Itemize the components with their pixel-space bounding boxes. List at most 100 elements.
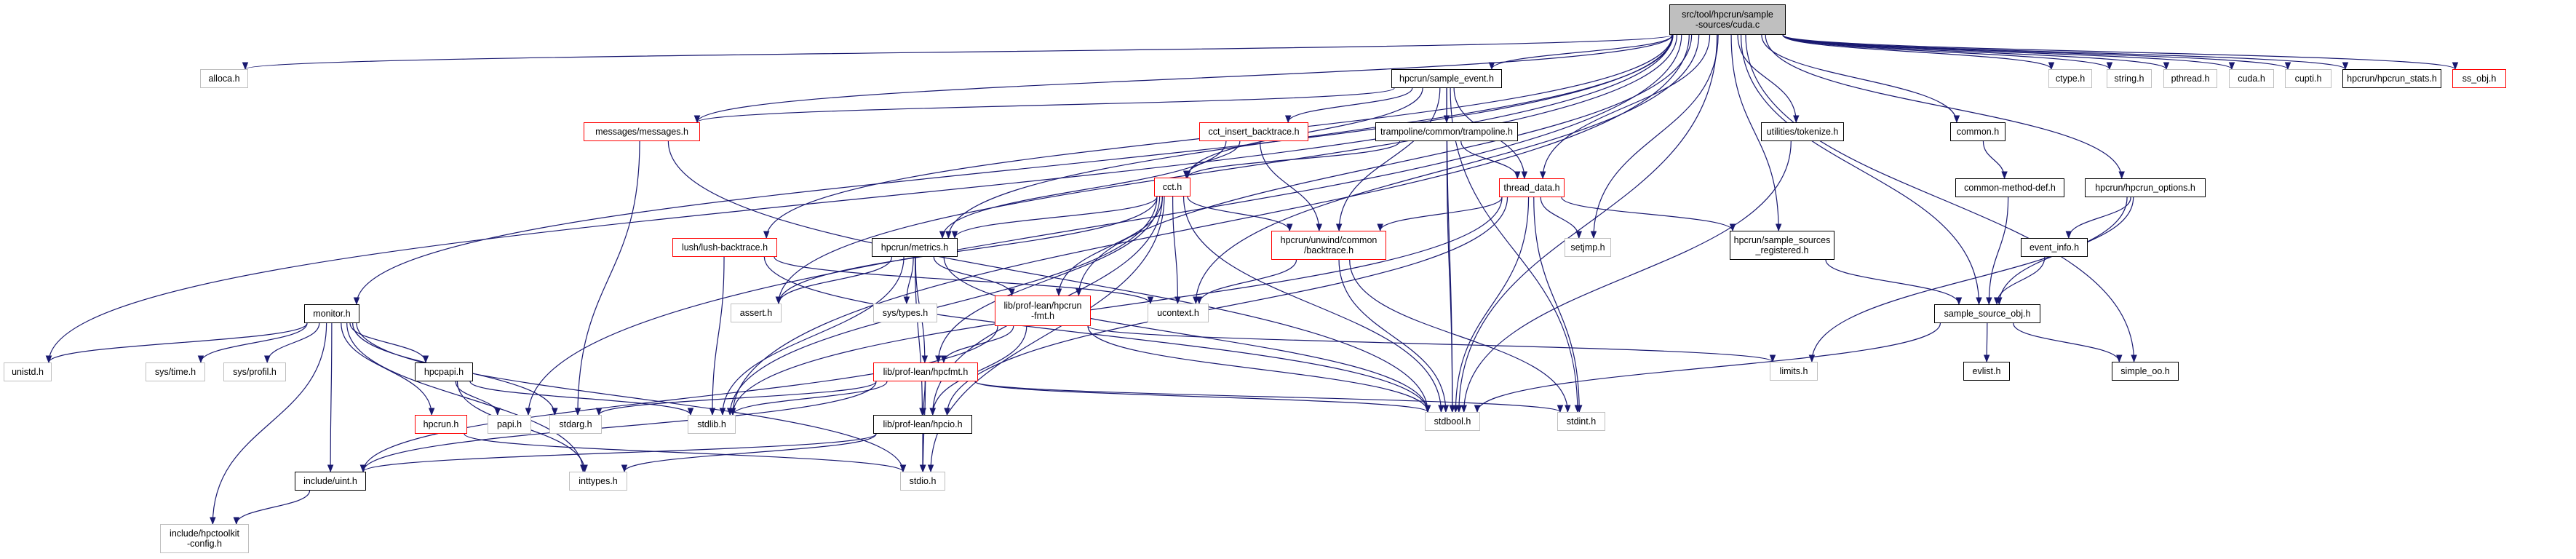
edge-monitor-to-uint bbox=[327, 322, 334, 473]
edge-root-to-simple_oo bbox=[1745, 34, 2137, 363]
node-event-info[interactable]: event_info.h bbox=[2021, 238, 2088, 257]
edge-sample_event-to-messages bbox=[694, 87, 1395, 124]
edge-cct-to-stdlib bbox=[726, 196, 1158, 416]
edge-monitor-to-unistd bbox=[45, 322, 308, 364]
node-stdio[interactable]: stdio.h bbox=[900, 472, 945, 491]
node-hpcrun-options[interactable]: hpcrun/hpcrun_options.h bbox=[2085, 178, 2206, 197]
edge-hpcrun_fmt-to-hpcfmt bbox=[940, 325, 1014, 364]
node-stdarg[interactable]: stdarg.h bbox=[549, 415, 602, 434]
edge-sample_source_obj-to-simple_oo bbox=[2013, 322, 2123, 363]
node-stdbool[interactable]: stdbool.h bbox=[1425, 412, 1480, 431]
edge-cct-to-hpcrun_fmt bbox=[1055, 196, 1163, 297]
edge-cct-to-metrics bbox=[951, 196, 1158, 239]
node-pthread[interactable]: pthread.h bbox=[2163, 69, 2217, 88]
edge-root-to-stdlib bbox=[729, 34, 1690, 416]
edge-hpcrun_fmt-to-uint bbox=[359, 325, 998, 473]
edge-root-to-sample_source_obj bbox=[1740, 34, 1982, 306]
edge-root-to-alloca bbox=[242, 34, 1673, 71]
edge-lush-to-stdbool bbox=[763, 256, 1431, 413]
node-cuda[interactable]: cuda.h bbox=[2229, 69, 2274, 88]
edge-root-to-hpcrun_fmt bbox=[1076, 34, 1693, 297]
edge-cct_insert-to-backtrace bbox=[1259, 140, 1323, 232]
edge-root-to-unistd bbox=[45, 34, 1673, 364]
edge-tokenize-to-stdbool bbox=[1460, 140, 1792, 413]
edge-root-to-tokenize bbox=[1737, 34, 1800, 124]
node-common[interactable]: common.h bbox=[1950, 122, 2005, 141]
edge-sample_event-to-backtrace bbox=[1335, 87, 1441, 232]
edge-monitor-to-sysprofil bbox=[263, 322, 320, 364]
node-ucontext[interactable]: ucontext.h bbox=[1148, 304, 1209, 322]
edge-root-to-ctype bbox=[1782, 34, 2055, 71]
node-ss-registered[interactable]: hpcrun/sample_sources _registered.h bbox=[1730, 231, 1834, 260]
edge-thread_data-to-stdbool bbox=[1452, 197, 1530, 413]
edge-root-to-ss_obj bbox=[1782, 34, 2458, 71]
node-cct[interactable]: cct.h bbox=[1154, 178, 1190, 197]
node-stdlib[interactable]: stdlib.h bbox=[688, 415, 736, 434]
edge-messages-to-stdarg bbox=[574, 140, 640, 416]
edge-metrics-to-hpcrun_fmt bbox=[933, 256, 1015, 297]
node-uint[interactable]: include/uint.h bbox=[295, 472, 366, 491]
node-sample-source-obj[interactable]: sample_source_obj.h bbox=[1934, 304, 2040, 323]
node-cct-insert[interactable]: cct_insert_backtrace.h bbox=[1199, 122, 1308, 141]
edge-hpcfmt-to-stdint bbox=[974, 381, 1563, 413]
node-hpcpapi[interactable]: hpcpapi.h bbox=[415, 362, 473, 381]
node-assert[interactable]: assert.h bbox=[731, 304, 782, 322]
node-ctype[interactable]: ctype.h bbox=[2048, 69, 2092, 88]
edge-monitor-to-inttypes bbox=[346, 322, 587, 473]
node-metrics[interactable]: hpcrun/metrics.h bbox=[872, 238, 958, 257]
node-unistd[interactable]: unistd.h bbox=[4, 362, 52, 381]
node-trampoline[interactable]: trampoline/common/trampoline.h bbox=[1375, 122, 1518, 141]
edge-root-to-messages bbox=[693, 34, 1673, 124]
edge-cct-to-stdbool bbox=[1182, 196, 1444, 413]
node-papi[interactable]: papi.h bbox=[488, 415, 531, 434]
node-evlist[interactable]: evlist.h bbox=[1963, 362, 2010, 381]
edge-hpcrun_options-to-event_info bbox=[2065, 197, 2131, 239]
edge-lush-to-stdlib bbox=[709, 256, 725, 416]
edge-root-to-assert bbox=[775, 34, 1678, 305]
node-alloca[interactable]: alloca.h bbox=[200, 69, 248, 88]
node-limits[interactable]: limits.h bbox=[1770, 362, 1818, 381]
edge-monitor-to-systime bbox=[197, 322, 308, 364]
node-thread-data[interactable]: thread_data.h bbox=[1499, 178, 1565, 197]
node-tokenize[interactable]: utilities/tokenize.h bbox=[1761, 122, 1844, 141]
edge-thread_data-to-ss_registered bbox=[1561, 197, 1736, 232]
edge-thread_data-to-stdint bbox=[1533, 197, 1583, 413]
node-string[interactable]: string.h bbox=[2107, 69, 2152, 88]
edge-ss_registered-to-sample_source_obj bbox=[1825, 259, 1963, 306]
node-systime[interactable]: sys/time.h bbox=[146, 362, 205, 381]
edge-backtrace-to-stdint bbox=[1349, 259, 1571, 413]
edge-root-to-stdbool bbox=[1455, 34, 1718, 413]
node-hpctoolkit-config[interactable]: include/hpctoolkit -config.h bbox=[160, 524, 249, 553]
node-sysprofil[interactable]: sys/profil.h bbox=[223, 362, 286, 381]
node-hpcio[interactable]: lib/prof-lean/hpcio.h bbox=[873, 415, 972, 434]
edge-thread_data-to-backtrace bbox=[1377, 197, 1503, 232]
node-monitor[interactable]: monitor.h bbox=[304, 304, 359, 323]
node-inttypes[interactable]: inttypes.h bbox=[569, 472, 627, 491]
node-stdint[interactable]: stdint.h bbox=[1557, 412, 1605, 431]
node-backtrace[interactable]: hpcrun/unwind/common /backtrace.h bbox=[1271, 231, 1386, 260]
edge-hpcfmt-to-stdlib bbox=[729, 381, 888, 416]
node-simple-oo[interactable]: simple_oo.h bbox=[2112, 362, 2179, 381]
edge-hpcfmt-to-uint bbox=[359, 381, 877, 473]
edge-root-to-thread_data bbox=[1539, 34, 1711, 180]
node-ss-obj[interactable]: ss_obj.h bbox=[2452, 69, 2506, 88]
node-cupti[interactable]: cupti.h bbox=[2285, 69, 2331, 88]
node-systypes[interactable]: sys/types.h bbox=[873, 304, 937, 322]
edge-hpcfmt-to-stdbool bbox=[974, 381, 1431, 413]
node-hpcrun-h[interactable]: hpcrun.h bbox=[415, 415, 467, 434]
edge-root-to-cuda bbox=[1782, 34, 2235, 71]
edge-hpcrun_fmt-to-stdbool bbox=[1087, 325, 1431, 413]
node-root[interactable]: src/tool/hpcrun/sample -sources/cuda.c bbox=[1669, 4, 1786, 35]
node-setjmp[interactable]: setjmp.h bbox=[1565, 238, 1611, 257]
edge-root-to-setjmp bbox=[1590, 34, 1719, 239]
node-lush[interactable]: lush/lush-backtrace.h bbox=[672, 238, 777, 257]
node-hpcfmt[interactable]: lib/prof-lean/hpcfmt.h bbox=[873, 362, 978, 381]
edge-monitor-to-hpctoolkit_config bbox=[210, 322, 327, 526]
node-sample-event[interactable]: hpcrun/sample_event.h bbox=[1391, 69, 1502, 88]
node-hpcrun-stats[interactable]: hpcrun/hpcrun_stats.h bbox=[2342, 69, 2441, 88]
node-hpcrun-fmt[interactable]: lib/prof-lean/hpcrun -fmt.h bbox=[995, 296, 1091, 326]
node-messages[interactable]: messages/messages.h bbox=[584, 122, 700, 141]
edge-thread_data-to-stdlib bbox=[729, 197, 1503, 416]
node-cmdef[interactable]: common-method-def.h bbox=[1955, 178, 2064, 197]
